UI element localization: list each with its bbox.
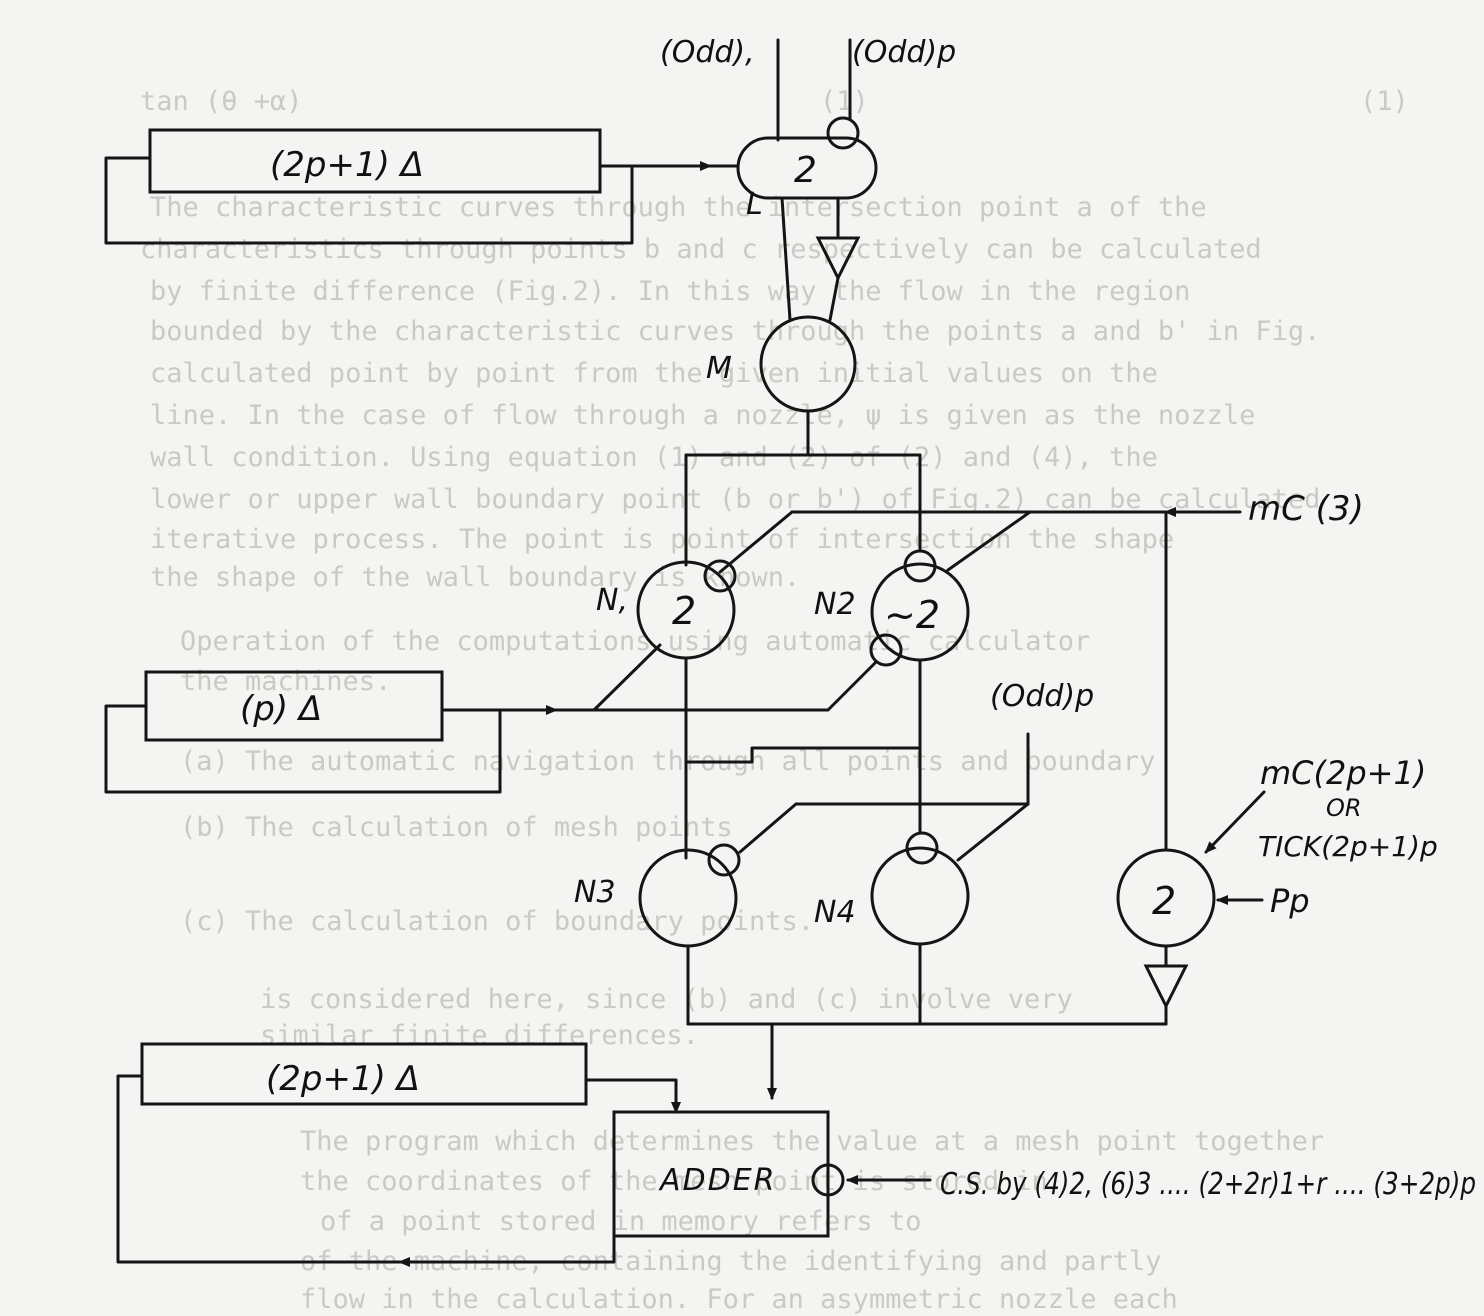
node-N4-label: N4: [814, 895, 856, 930]
bleed-through-line: similar finite differences.: [260, 1020, 699, 1051]
odd-p-to-N4: [956, 802, 1030, 862]
bleed-through-text: tan (θ +α) (1) (1) The characteristic curve…: [140, 86, 1409, 1315]
mc3-to-N1-inhibit: [718, 510, 794, 574]
node-N1-inhibit-circle: [703, 559, 737, 593]
cross-connection-N1-N2: [684, 746, 922, 764]
adder-feedback-loop: [116, 1074, 616, 1264]
bleed-through-line: tan (θ +α): [140, 86, 303, 117]
node-N2-inhibit-circle-bottom: [869, 633, 903, 667]
bleed-through-line: (c) The calculation of boundary points.: [180, 906, 814, 937]
adder-box: [612, 1110, 830, 1238]
bleed-through-line: (b) The calculation of mesh points: [180, 812, 733, 843]
bleed-through-line: bounded by the characteristic curves thr…: [150, 316, 1320, 347]
node-M-label: M: [706, 351, 732, 386]
adder-inhibit-circle: [811, 1163, 845, 1197]
mc3-label: mC (3): [1248, 489, 1364, 529]
bleed-through-line: wall condition. Using equation (1) and (…: [150, 442, 1158, 473]
bleed-through-line: The characteristic curves through the in…: [150, 192, 1207, 223]
bleed-through-line: (1): [1360, 86, 1409, 117]
bleed-through-line: by finite difference (Fig.2). In this wa…: [150, 276, 1190, 307]
amplifier-triangle-top: [815, 236, 861, 282]
delay-line-mid-label: (p) Δ: [240, 689, 322, 729]
bleed-through-line: iterative process. The point is point of…: [150, 524, 1174, 555]
node-N2-label: N2: [814, 587, 856, 622]
bleed-through-line: characteristics through points b and c r…: [140, 234, 1262, 265]
gate-right-threshold: 2: [1152, 879, 1176, 923]
bleed-through-line: The program which determines the value a…: [300, 1126, 1324, 1157]
node-N2-threshold: ~2: [884, 593, 940, 637]
bleed-through-line: of a point stored in memory refers to: [320, 1206, 921, 1237]
amplifier-triangle-right: [1143, 964, 1189, 1010]
bleed-through-line: calculated point by point from the given…: [150, 358, 1158, 389]
delay-line-bottom: [140, 1042, 588, 1106]
bleed-through-line: line. In the case of flow through a nozz…: [150, 400, 1255, 431]
odd-p-mid-label: (Odd)p: [990, 679, 1094, 714]
delay-mid-to-N2-inhibit: [826, 660, 878, 712]
tick-label: TICK(2p+1)p: [1258, 830, 1438, 863]
tick-input-arrow: [1204, 790, 1266, 854]
bleed-through-line: is considered here, since (b) and (c) in…: [260, 984, 1073, 1015]
mc3-to-N2-inhibit: [946, 510, 1032, 572]
mc-2p1-label: mC(2p+1): [1260, 754, 1426, 792]
node-N2-inhibit-circle-top: [903, 549, 937, 583]
input-odd-1-label: (Odd),: [660, 35, 755, 70]
adder-label: ADDER: [658, 1163, 777, 1198]
delay-line-bottom-label: (2p+1) Δ: [266, 1059, 420, 1099]
node-N4-inhibit-circle: [905, 831, 939, 865]
or-label: OR: [1326, 794, 1362, 822]
delay-line-top-label: (2p+1) Δ: [270, 145, 424, 185]
gate-to-M-wire-left: [780, 196, 792, 322]
bleed-through-line: flow in the calculation. For an asymmetr…: [300, 1284, 1178, 1315]
delay-bottom-output-wire: [584, 1078, 678, 1112]
gate-top-capsule: [736, 136, 878, 200]
odd-p-to-N3-inhibit: [738, 802, 798, 854]
bleed-through-line: (a) The automatic navigation through all…: [180, 746, 1155, 777]
node-N3-label: N3: [574, 875, 616, 910]
bleed-through-line: (1): [820, 86, 869, 117]
control-signal-label: C.S. by (4)2, (6)3 .... (2+2r)1+r .... (…: [940, 1167, 1476, 1202]
input-odd-p-label: (Odd)p: [852, 35, 956, 70]
delay-mid-to-N1: [592, 643, 662, 712]
pp-label: Pp: [1270, 882, 1310, 920]
bleed-through-line: lower or upper wall boundary point (b or…: [150, 484, 1320, 515]
gate-top-L-label: L: [746, 187, 763, 222]
node-N1-threshold: 2: [672, 589, 696, 633]
gate-top-threshold: 2: [794, 150, 817, 191]
node-N1-label: N,: [596, 583, 628, 618]
delay-line-top: [148, 128, 602, 194]
bleed-through-line: the shape of the wall boundary is known.: [150, 562, 800, 593]
gate-top-inhibit-circle: [826, 116, 860, 150]
node-N3-inhibit-circle: [707, 843, 741, 877]
amp-to-M-wire: [828, 276, 840, 322]
bleed-through-line: Operation of the computations using auto…: [180, 626, 1090, 657]
